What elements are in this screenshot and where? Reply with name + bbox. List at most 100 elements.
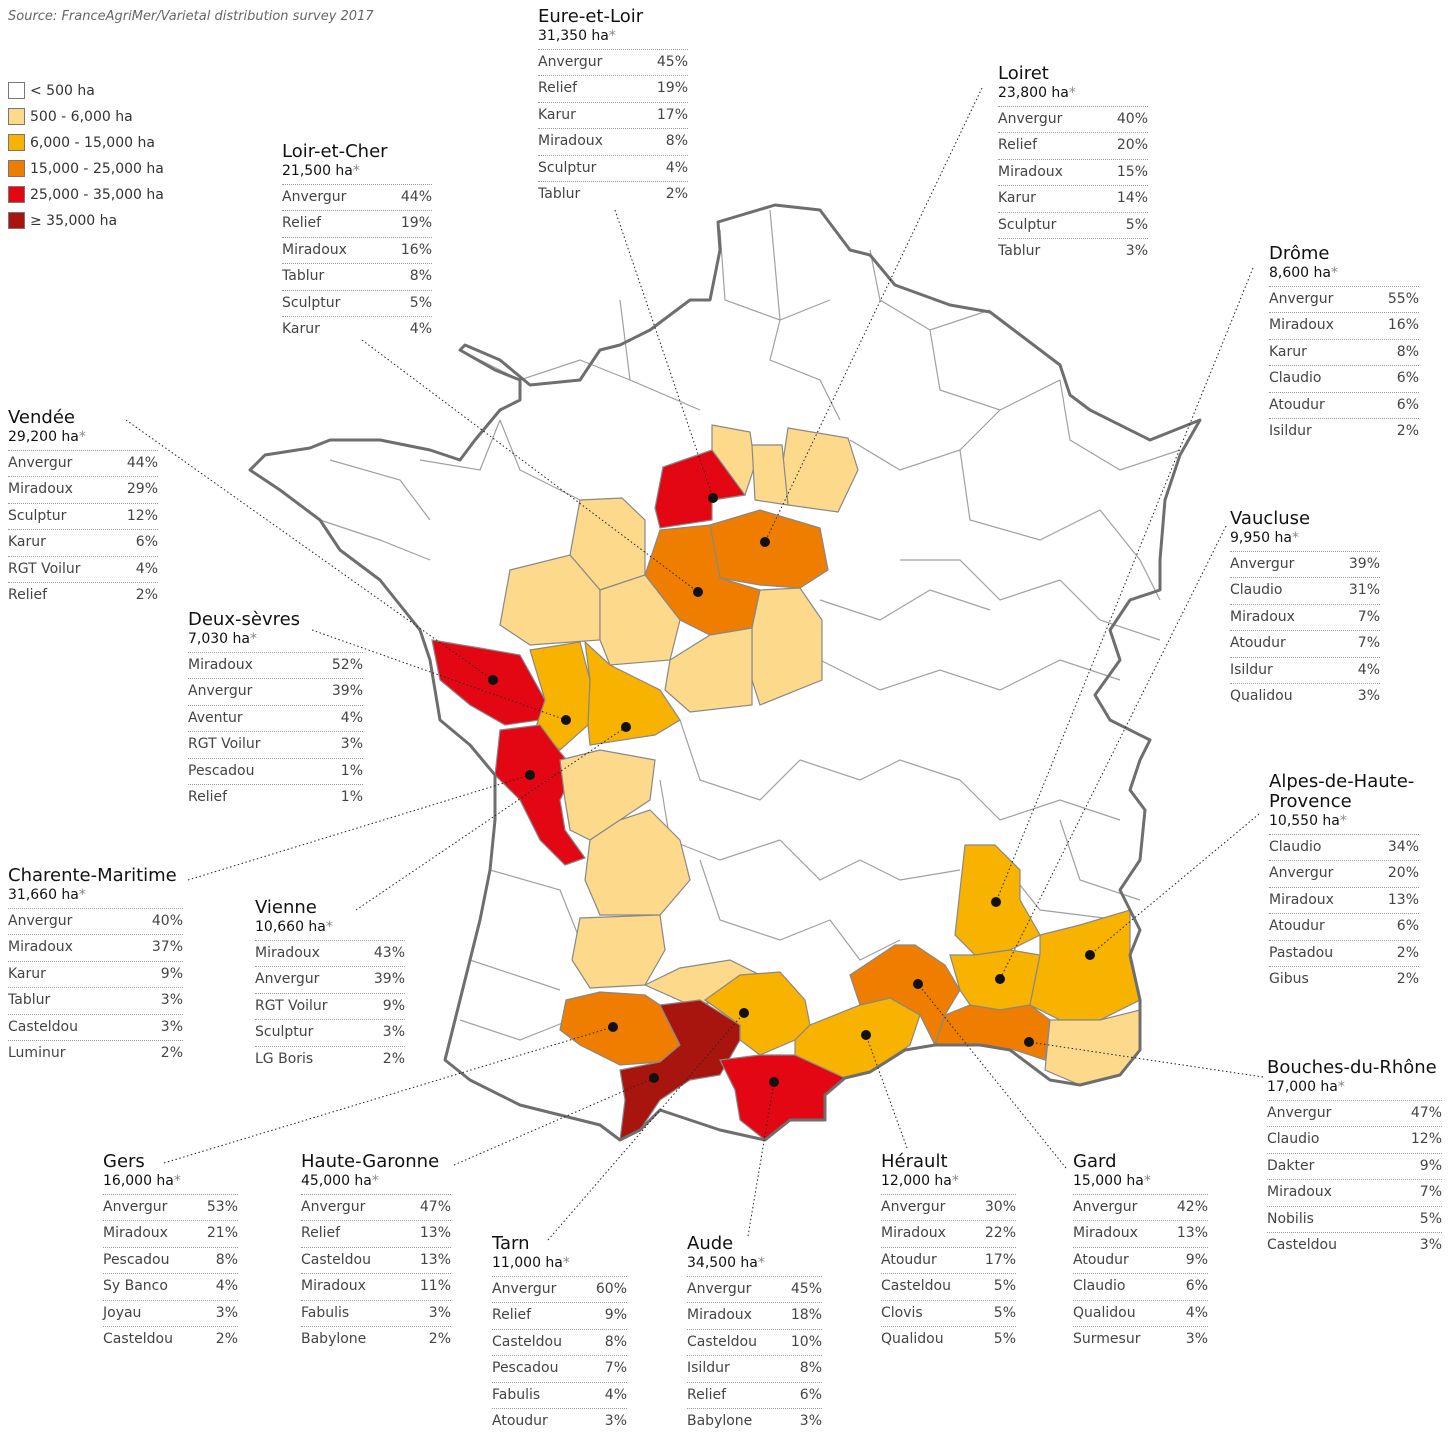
dept-area-value: 11,000 ha: [492, 1255, 563, 1271]
dept-name: Haute-Garonne: [301, 1151, 440, 1172]
variety-name: Miradoux: [103, 1225, 168, 1242]
variety-share: 13%: [1176, 1225, 1208, 1242]
dept-name: Eure-et-Loir: [538, 6, 644, 27]
asterisk: *: [1339, 813, 1347, 829]
asterisk: *: [325, 919, 333, 935]
variety-name: Atoudur: [1269, 396, 1325, 413]
variety-share: 4%: [409, 320, 432, 337]
dept-area: 31,350 ha*: [538, 27, 688, 45]
variety-share: 7%: [1419, 1184, 1442, 1201]
variety-name: Clovis: [881, 1304, 923, 1321]
variety-share: 8%: [409, 268, 432, 285]
variety-name: Miradoux: [1269, 317, 1334, 334]
variety-share: 3%: [799, 1412, 822, 1429]
marker-vendee: [488, 675, 498, 685]
asterisk: *: [78, 429, 86, 445]
variety-share: 9%: [1419, 1157, 1442, 1174]
dept-area: 10,550 ha*: [1269, 812, 1419, 830]
dept-shape: [654, 449, 747, 529]
dept-area-value: 15,000 ha: [1073, 1173, 1144, 1189]
variety-name: Claudio: [1230, 582, 1283, 599]
variety-share: 8%: [799, 1360, 822, 1377]
variety-name: Miradoux: [687, 1307, 752, 1324]
variety-name: Anvergur: [881, 1199, 946, 1215]
variety-share: 7%: [1357, 608, 1380, 625]
variety-name: Relief: [8, 586, 48, 603]
variety-name: Miradoux: [8, 481, 73, 498]
variety-name: Casteldou: [687, 1333, 757, 1350]
dept-area: 12,000 ha*: [881, 1172, 1016, 1190]
variety-name: Sculptur: [538, 159, 597, 176]
legend-label: 15,000 - 25,000 ha: [30, 161, 164, 177]
variety-share: 2%: [160, 1044, 183, 1061]
variety-name: Claudio: [1269, 370, 1322, 387]
leader-line-deux-sevres: [311, 629, 567, 721]
variety-name: Sculptur: [255, 1024, 314, 1041]
variety-share: 2%: [1396, 970, 1419, 987]
variety-share: 5%: [993, 1304, 1016, 1321]
legend-label: ≥ 35,000 ha: [30, 213, 118, 229]
variety-share: 3%: [1357, 687, 1380, 704]
dept-shape: [794, 997, 921, 1079]
variety-share: 17%: [656, 106, 688, 123]
variety-share: 19%: [656, 80, 688, 97]
variety-name: Anvergur: [492, 1281, 557, 1297]
variety-name: Tablur: [8, 992, 51, 1009]
dept-shape: [1044, 1009, 1141, 1086]
dept-area-value: 10,660 ha: [255, 919, 326, 935]
variety-name: Sculptur: [998, 216, 1057, 233]
asterisk: *: [562, 1255, 570, 1271]
marker-loiret: [760, 537, 770, 547]
variety-share: 44%: [126, 455, 158, 471]
legend-label: 500 - 6,000 ha: [30, 109, 133, 125]
variety-name: Isildur: [1230, 661, 1273, 678]
marker-drome: [991, 897, 1001, 907]
variety-name: Casteldou: [492, 1333, 562, 1350]
legend-label: 6,000 - 15,000 ha: [30, 135, 155, 151]
asterisk: *: [371, 1173, 379, 1189]
dept-area-value: 31,350 ha: [538, 28, 609, 44]
variety-share: 13%: [419, 1225, 451, 1242]
dept-shape: [529, 641, 591, 751]
asterisk: *: [1068, 85, 1076, 101]
dept-name: Alpes-de-Haute-: [1269, 771, 1415, 792]
asterisk: *: [1291, 530, 1299, 546]
variety-share: 2%: [382, 1050, 405, 1067]
marker-gers: [608, 1022, 618, 1032]
variety-name: Pescadou: [188, 762, 255, 779]
variety-share: 3%: [160, 1018, 183, 1035]
variety-name: Karur: [1269, 343, 1307, 360]
dept-name: Provence: [1269, 791, 1352, 812]
dept-shape: [781, 427, 859, 513]
marker-vienne: [621, 722, 631, 732]
variety-share: 11%: [419, 1278, 451, 1295]
variety-share: 3%: [1419, 1236, 1442, 1253]
dept-name: Tarn: [492, 1233, 530, 1254]
